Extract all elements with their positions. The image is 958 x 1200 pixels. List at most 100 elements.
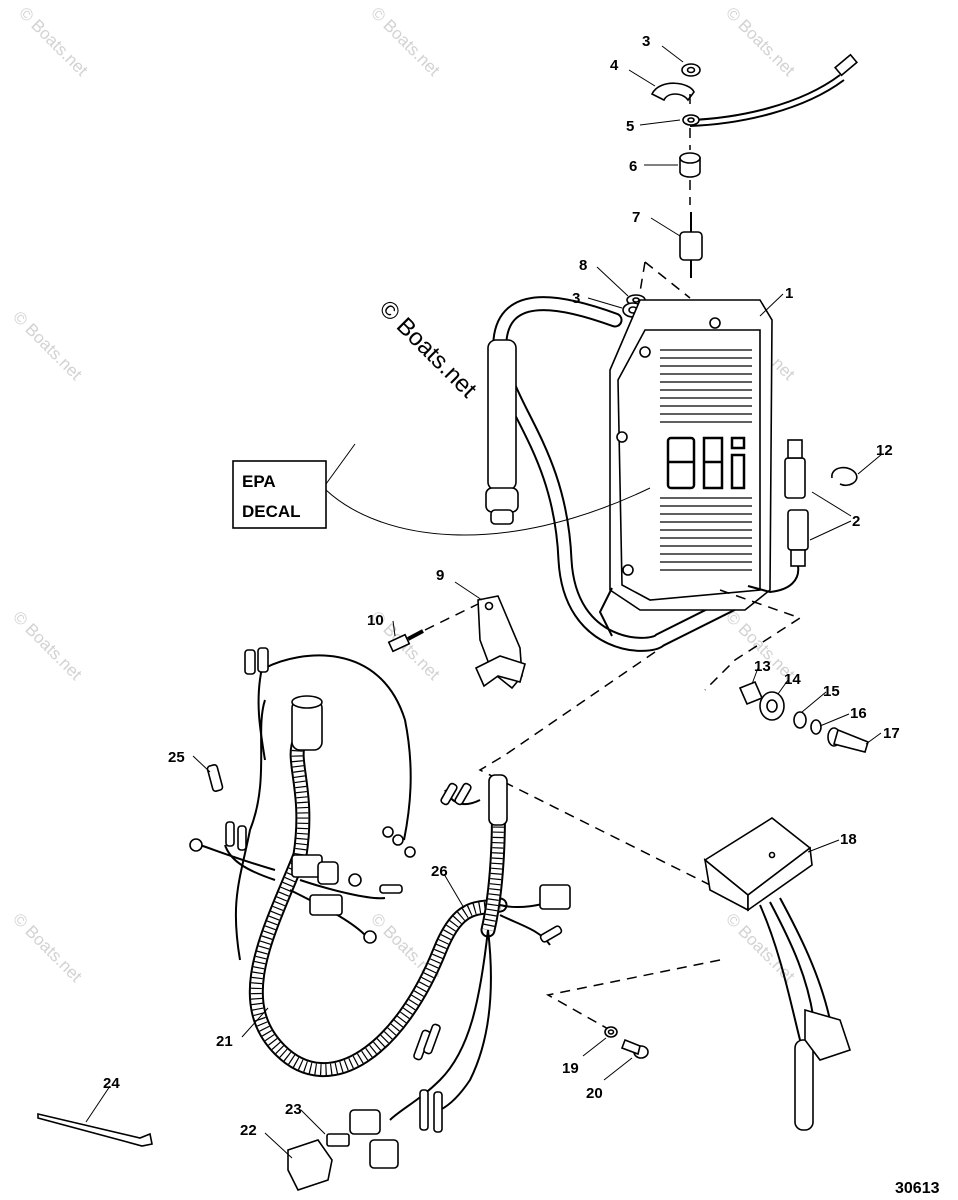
terminal-icon [454,782,472,806]
decal-line1: EPA [242,472,276,491]
assembly-line [545,959,721,1031]
watermark: © Boats.net [722,3,799,80]
harness-wire [224,844,276,881]
bolt-icon [833,728,869,753]
washer-hole [607,1029,615,1035]
callout-7: 7 [632,209,640,226]
callout-21: 22 [240,1122,257,1139]
ring-terminal-icon [189,838,203,852]
watermark: © Boats.net [367,3,444,80]
small-parts [37,764,350,1191]
harness-wire [257,667,266,761]
callout-14: 15 [823,683,840,700]
epa-decal: EPA DECAL [232,460,651,536]
terminal-icon [379,884,403,894]
callout-11: 12 [876,442,893,459]
grommet-hole [766,699,778,713]
bracket-hole [484,601,494,611]
wiring-harness-icon [189,647,571,1169]
decal-line2: DECAL [242,502,301,521]
callout-15: 16 [850,705,867,722]
watermark: © Boats.net [722,909,799,986]
washer-hole [632,297,640,303]
fuse-icon [326,1133,350,1147]
connector-housing [790,549,806,567]
connector-icon [317,861,339,885]
ring-terminal-icon [392,834,404,846]
harness-wire [299,879,386,900]
mount-boss [616,431,628,443]
connector-icon [309,894,343,916]
connector-set [747,439,858,594]
connector-icon [369,1139,399,1169]
callout-3-top: 3 [642,33,650,50]
module-wire [598,587,613,637]
sleeve-icon [738,680,764,706]
sensor-probe [794,1039,814,1131]
cable-terminal-icon [833,53,859,77]
cable-tie-icon [37,1112,153,1147]
mount-boss [709,317,721,329]
watermark: © Boats.net [9,307,86,384]
clip-icon [831,466,858,487]
terminal-icon [539,925,563,943]
mount-boss [622,564,634,576]
isolator-mount-icon [679,231,703,261]
harness-wire [389,929,489,1121]
callout-2: 2 [852,513,860,530]
watermark: © Boats.net [9,607,86,684]
round-connector-face [291,695,323,709]
connector-icon [539,884,571,910]
terminal-icon [237,825,247,851]
callout-labels: 3 4 5 6 7 8 3 1 12 2 9 10 13 14 15 16 17… [103,33,900,1139]
callout-1: 1 [785,285,793,302]
callout-16: 17 [883,725,900,742]
harness-wire [264,654,412,841]
module-front [747,846,813,912]
washer-icon [793,711,807,729]
callout-6: 6 [629,158,637,175]
ground-cable [689,74,841,121]
module-face [617,329,761,601]
connector-tip [490,509,514,525]
assembly-line [644,261,691,299]
connector-housing [787,439,803,459]
watermark: © Boats.net [9,909,86,986]
spacer-top [679,152,701,164]
terminal-icon [419,1089,429,1131]
sleeve-icon [206,764,224,792]
callout-24: 25 [168,749,185,766]
terminal-icon [433,1091,443,1133]
ground-cable [689,79,845,127]
fuse-holder-icon [287,1139,333,1191]
callout-20: 21 [216,1033,233,1050]
terminal-icon [440,782,458,806]
callout-19: 20 [586,1085,603,1102]
callout-18: 19 [562,1060,579,1077]
terminal-icon [244,649,256,675]
decal-box [232,460,327,529]
ring-terminal-icon [404,846,416,858]
callout-22: 23 [285,1101,302,1118]
callout-13: 14 [784,671,801,688]
connector-icon [349,1109,381,1135]
efi-control-module-icon [485,296,773,652]
harness-loom-20-core [250,849,506,1075]
callout-17: 18 [840,831,857,848]
decal-leader [325,487,651,536]
callout-23: 24 [103,1075,120,1092]
ring-terminal-icon [348,873,362,887]
connector-icon [804,1008,852,1061]
nut-hole [686,66,696,74]
watermark-large: © Boats.net [374,295,482,403]
module-harness-core [494,298,746,650]
mount-stack [478,589,869,891]
callout-12: 13 [754,658,771,675]
sensor-module [703,817,852,1131]
ring-terminal-icon [382,826,394,838]
assembly-line [478,651,721,891]
strap-icon [650,82,695,102]
efi-logo [666,436,746,490]
callout-8: 8 [579,257,587,274]
